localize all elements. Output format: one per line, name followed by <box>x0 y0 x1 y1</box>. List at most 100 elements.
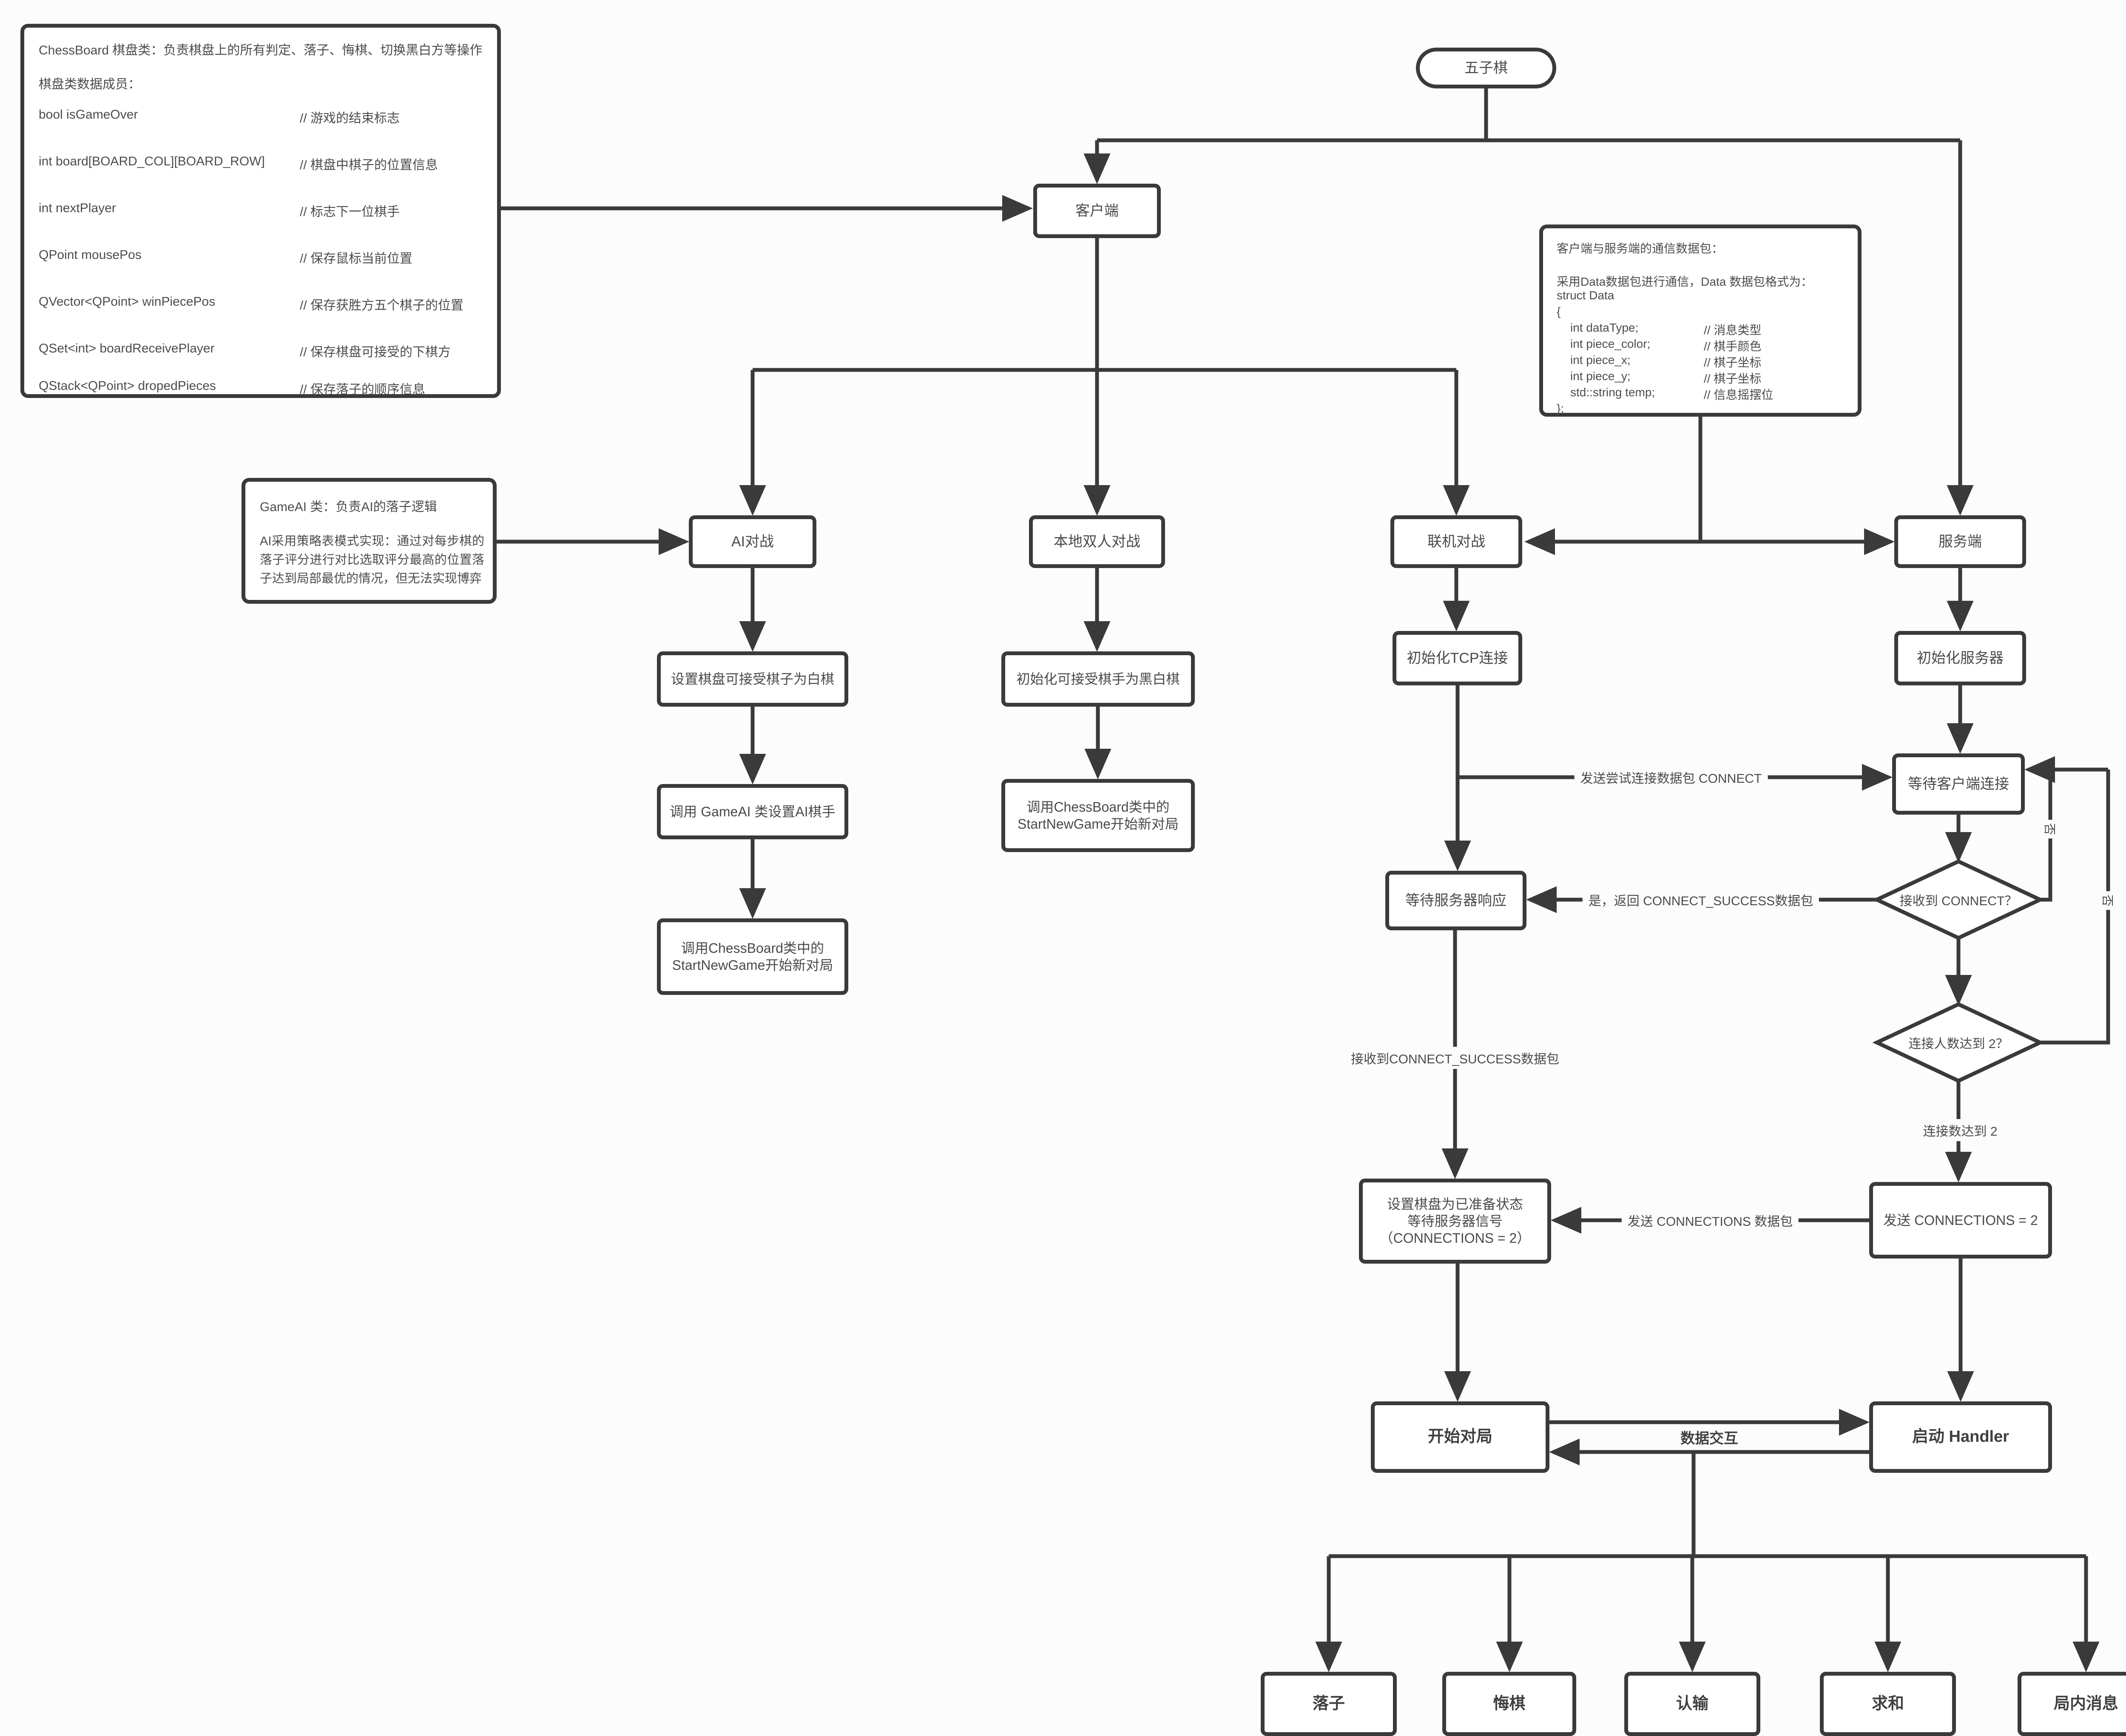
node-call-gameai: 调用 GameAI 类设置AI棋手 <box>657 784 848 839</box>
packet-brace-open: { <box>1557 305 1561 318</box>
member-decl: QStack<QPoint> dropedPieces <box>39 379 216 393</box>
node-op-message-label: 局内消息 <box>2053 1694 2118 1713</box>
member-decl: int board[BOARD_COL][BOARD_ROW] <box>39 154 265 168</box>
packet-field-comment: // 棋子坐标 <box>1704 356 1762 369</box>
node-start-handler: 启动 Handler <box>1869 1401 2052 1473</box>
node-op-drop: 落子 <box>1261 1672 1397 1736</box>
node-init-bw: 初始化可接受棋手为黑白棋 <box>1001 651 1195 707</box>
packet-brace-close: }; <box>1557 402 1564 415</box>
note-chessboard-class: ChessBoard 棋盘类：负责棋盘上的所有判定、落子、悔棋、切换黑白方等操作… <box>20 24 501 398</box>
node-set-white-label: 设置棋盘可接受棋子为白棋 <box>671 671 834 687</box>
edge-label-reach-two: 连接数达到 2 <box>1917 1119 2004 1141</box>
node-call-start-ai-line2: StartNewGame开始新对局 <box>672 957 833 973</box>
member-decl: int nextPlayer <box>39 201 116 215</box>
edge-label-no1: 否 <box>2041 819 2060 839</box>
member-decl: QVector<QPoint> winPiecePos <box>39 295 216 309</box>
node-online-mode-label: 联机对战 <box>1427 533 1485 550</box>
node-init-bw-label: 初始化可接受棋手为黑白棋 <box>1016 671 1180 687</box>
node-op-undo: 悔棋 <box>1442 1672 1576 1736</box>
node-op-undo-label: 悔棋 <box>1493 1694 1526 1713</box>
packet-field: int piece_x; <box>1570 353 1631 367</box>
node-server: 服务端 <box>1894 515 2026 568</box>
node-server-label: 服务端 <box>1938 533 1982 550</box>
edge-label-data-exchange: 数据交互 <box>1674 1425 1744 1449</box>
node-wait-server: 等待服务器响应 <box>1385 871 1526 930</box>
node-wait-client: 等待客户端连接 <box>1892 753 2025 815</box>
note-data-packet: 客户端与服务端的通信数据包： 采用Data数据包进行通信，Data 数据包格式为… <box>1539 224 1862 417</box>
node-op-surrender: 认输 <box>1624 1672 1760 1736</box>
node-init-tcp: 初始化TCP连接 <box>1393 631 1522 685</box>
packet-field-comment: // 消息类型 <box>1704 324 1762 337</box>
packet-field: int dataType; <box>1570 321 1639 334</box>
node-local-mode: 本地双人对战 <box>1029 515 1165 568</box>
node-ready: 设置棋盘为已准备状态 等待服务器信号 （CONNECTIONS = 2） <box>1359 1179 1551 1264</box>
node-call-start-ai: 调用ChessBoard类中的 StartNewGame开始新对局 <box>657 918 848 995</box>
decision-received-connect <box>1872 859 2045 940</box>
node-ready-line3: （CONNECTIONS = 2） <box>1379 1230 1531 1246</box>
edge-label-no2: 否 <box>2099 891 2117 910</box>
node-call-start-local-line1: 调用ChessBoard类中的 <box>1026 799 1170 815</box>
edge-label-connect-success: 接收到CONNECT_SUCCESS数据包 <box>1344 1047 1566 1069</box>
node-wait-server-label: 等待服务器响应 <box>1405 892 1506 909</box>
packet-field: int piece_y; <box>1570 369 1631 383</box>
gameai-description: AI采用策略表模式实现：通过对每步棋的落子评分进行对比选取评分最高的位置落子达到… <box>260 534 484 585</box>
edge-no2-return <box>2040 770 2110 1045</box>
node-ai-mode-label: AI对战 <box>731 533 774 550</box>
node-wait-client-label: 等待客户端连接 <box>1908 776 2009 792</box>
packet-field-comment: // 棋手颜色 <box>1704 340 1762 353</box>
node-client-label: 客户端 <box>1075 202 1119 219</box>
node-ready-line2: 等待服务器信号 <box>1407 1213 1503 1229</box>
node-set-white: 设置棋盘可接受棋子为白棋 <box>657 651 848 707</box>
decision-two-connections-label: 连接人数达到 2？ <box>1908 1037 2009 1051</box>
node-start-label: 五子棋 <box>1464 60 1508 76</box>
node-ready-line1: 设置棋盘为已准备状态 <box>1387 1196 1523 1212</box>
node-local-mode-label: 本地双人对战 <box>1054 533 1140 550</box>
node-start-game-label: 开始对局 <box>1427 1428 1492 1446</box>
node-init-server: 初始化服务器 <box>1894 631 2026 685</box>
member-decl: QSet<int> boardReceivePlayer <box>39 341 215 355</box>
node-op-tie: 求和 <box>1820 1672 1956 1736</box>
node-call-start-local: 调用ChessBoard类中的 StartNewGame开始新对局 <box>1001 779 1195 852</box>
member-decl: QPoint mousePos <box>39 248 142 262</box>
edge-label-connect-try: 发送尝试连接数据包 CONNECT <box>1574 766 1768 788</box>
node-send-connections-label: 发送 CONNECTIONS = 2 <box>1883 1213 2038 1228</box>
packet-field-comment: // 信息摇摆位 <box>1704 388 1774 401</box>
member-comment: // 保存鼠标当前位置 <box>300 252 413 266</box>
packet-field-comment: // 棋子坐标 <box>1704 372 1762 385</box>
packet-field: int piece_color; <box>1570 337 1651 350</box>
node-call-start-ai-line1: 调用ChessBoard类中的 <box>681 940 824 956</box>
node-init-tcp-label: 初始化TCP连接 <box>1407 650 1508 666</box>
node-ai-mode: AI对战 <box>689 515 816 568</box>
node-op-message: 局内消息 <box>2018 1672 2126 1736</box>
packet-field: std::string temp; <box>1570 386 1655 399</box>
note-gameai-class: GameAI 类：负责AI的落子逻辑 AI采用策略表模式实现：通过对每步棋的落子… <box>242 478 497 604</box>
node-call-gameai-label: 调用 GameAI 类设置AI棋手 <box>670 804 836 819</box>
decision-received-connect-label: 接收到 CONNECT？ <box>1899 894 2018 908</box>
decision-two-connections <box>1872 1002 2045 1083</box>
chessboard-subtitle: 棋盘类数据成员： <box>39 77 141 91</box>
edge-label-send-connections: 发送 CONNECTIONS 数据包 <box>1621 1209 1799 1231</box>
edge-label-connect-yes: 是，返回 CONNECT_SUCCESS数据包 <box>1582 889 1819 911</box>
member-comment: // 棋盘中棋子的位置信息 <box>300 158 438 172</box>
member-comment: // 游戏的结束标志 <box>300 111 400 125</box>
node-start: 五子棋 <box>1416 48 1556 88</box>
packet-title: 客户端与服务端的通信数据包： <box>1557 242 1724 255</box>
node-send-connections: 发送 CONNECTIONS = 2 <box>1869 1182 2052 1259</box>
node-op-surrender-label: 认输 <box>1676 1694 1708 1713</box>
packet-struct: struct Data <box>1557 289 1614 302</box>
member-comment: // 保存落子的顺序信息 <box>300 383 426 397</box>
node-op-tie-label: 求和 <box>1871 1694 1904 1713</box>
member-comment: // 保存获胜方五个棋子的位置 <box>300 298 464 313</box>
member-decl: bool isGameOver <box>39 108 138 122</box>
packet-intro: 采用Data数据包进行通信，Data 数据包格式为： <box>1557 275 1813 288</box>
member-comment: // 标志下一位棋手 <box>300 205 400 219</box>
node-call-start-local-line2: StartNewGame开始新对局 <box>1018 816 1179 832</box>
node-start-handler-label: 启动 Handler <box>1912 1428 2009 1446</box>
node-op-drop-label: 落子 <box>1312 1694 1345 1713</box>
gameai-title: GameAI 类：负责AI的落子逻辑 <box>260 500 437 514</box>
node-start-game: 开始对局 <box>1371 1401 1549 1473</box>
member-comment: // 保存棋盘可接受的下棋方 <box>300 345 451 359</box>
node-online-mode: 联机对战 <box>1390 515 1522 568</box>
